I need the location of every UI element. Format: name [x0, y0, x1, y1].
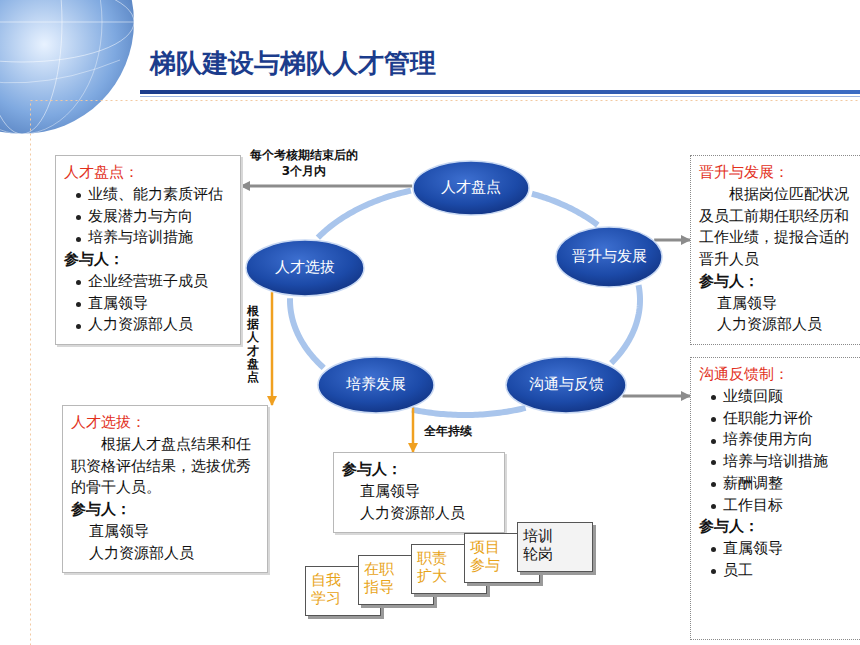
cycle-ellipse: 人才盘点: [412, 160, 530, 216]
participants-label: 参与人：: [64, 249, 232, 271]
node-text: 直属领导: [699, 538, 854, 560]
node-text: 自我学习: [311, 571, 342, 607]
node-text: 在职指导: [364, 560, 395, 596]
cycle-ellipse: 沟通与反馈: [505, 356, 627, 414]
node-text: 职责扩大: [417, 549, 448, 585]
step-box: 培训轮岗: [517, 522, 593, 572]
node-text: 员工: [699, 560, 854, 582]
node-text: 人才选拔: [275, 257, 335, 279]
cycle-ellipse: 培养发展: [317, 356, 435, 414]
title-rule: [140, 96, 860, 97]
participants-label: 参与人：: [71, 499, 259, 521]
participants-label: 参与人：: [699, 516, 854, 538]
participants-label: 参与人：: [342, 459, 496, 481]
node-text: 项目参与: [470, 538, 501, 574]
node-text: 直属领导: [699, 293, 854, 315]
box-heading: 沟通反馈制：: [699, 364, 854, 386]
node-text: 晋升与发展: [572, 246, 647, 268]
cycle-ellipse: 人才选拔: [245, 239, 365, 297]
node-text: 根据岗位匹配状况及员工前期任职经历和工作业绩，提报合适的晋升人员: [699, 184, 854, 271]
node-text: 人力资源部人员: [71, 543, 259, 565]
info-box: 晋升与发展：根据岗位匹配状况及员工前期任职经历和工作业绩，提报合适的晋升人员参与…: [690, 155, 860, 345]
ellipse-outline: [246, 240, 364, 296]
info-box: 人才盘点：业绩、能力素质评估发展潜力与方向培养与培训措施参与人：企业经营班子成员…: [55, 155, 241, 345]
node-text: 直属领导: [64, 293, 232, 315]
edge-label: 每个考核期结束后的3个月内: [248, 148, 360, 179]
node-text: 任职能力评价: [699, 408, 854, 430]
cycle-ring: [611, 285, 640, 363]
node-text: 企业经营班子成员: [64, 271, 232, 293]
cycle-ring: [318, 191, 411, 238]
node-text: 业绩、能力素质评估: [64, 184, 232, 206]
ellipse-outline: [318, 357, 434, 413]
node-text: 人力资源部人员: [342, 503, 496, 525]
ellipse-outline: [413, 161, 529, 215]
node-text: 培养与培训措施: [64, 227, 232, 249]
title-bar: [140, 90, 860, 94]
arrow: [622, 395, 690, 398]
globe: [0, 0, 134, 134]
box-heading: 晋升与发展：: [699, 162, 854, 184]
node-text: 沟通与反馈: [529, 374, 604, 396]
ellipse-outline: [556, 227, 662, 287]
node-text: 根据人才盘点结果和任职资格评估结果，选拔优秀的骨干人员。: [71, 434, 259, 499]
cycle-ring: [412, 408, 526, 415]
edge-label: 根据人才盘点: [247, 304, 259, 385]
arrow: [271, 292, 274, 405]
box-heading: 人才盘点：: [64, 162, 232, 184]
node-text: 工作目标: [699, 495, 854, 517]
title: 梯队建设与梯队人才管理: [150, 46, 436, 81]
arrow: [412, 408, 415, 452]
node-text: 直属领导: [71, 521, 259, 543]
info-box: 沟通反馈制：业绩回顾任职能力评价培养使用方向培养与培训措施薪酬调整工作目标参与人…: [690, 357, 860, 640]
node-text: 培养使用方向: [699, 429, 854, 451]
content-frame: [31, 101, 860, 645]
node-text: 人力资源部人员: [699, 314, 854, 336]
participants-label: 参与人：: [699, 271, 854, 293]
node-text: 直属领导: [342, 481, 496, 503]
info-box: 参与人：直属领导人力资源部人员: [333, 452, 505, 533]
arrow: [241, 185, 412, 188]
node-text: 培养与培训措施: [699, 451, 854, 473]
info-box: 人才选拔：根据人才盘点结果和任职资格评估结果，选拔优秀的骨干人员。参与人：直属领…: [62, 405, 268, 573]
node-text: 薪酬调整: [699, 473, 854, 495]
node-text: 人才盘点: [441, 177, 501, 199]
cycle-ring: [290, 298, 324, 368]
edge-label: 全年持续: [424, 424, 472, 440]
node-text: 培养发展: [346, 374, 406, 396]
node-text: 培训轮岗: [523, 527, 554, 563]
cycle-ellipse: 晋升与发展: [555, 226, 663, 288]
box-heading: 人才选拔：: [71, 412, 259, 434]
node-text: 人力资源部人员: [64, 314, 232, 336]
ellipse-outline: [506, 357, 626, 413]
cycle-ring: [532, 194, 598, 225]
node-text: 发展潜力与方向: [64, 206, 232, 228]
arrow: [654, 239, 690, 242]
node-text: 业绩回顾: [699, 386, 854, 408]
